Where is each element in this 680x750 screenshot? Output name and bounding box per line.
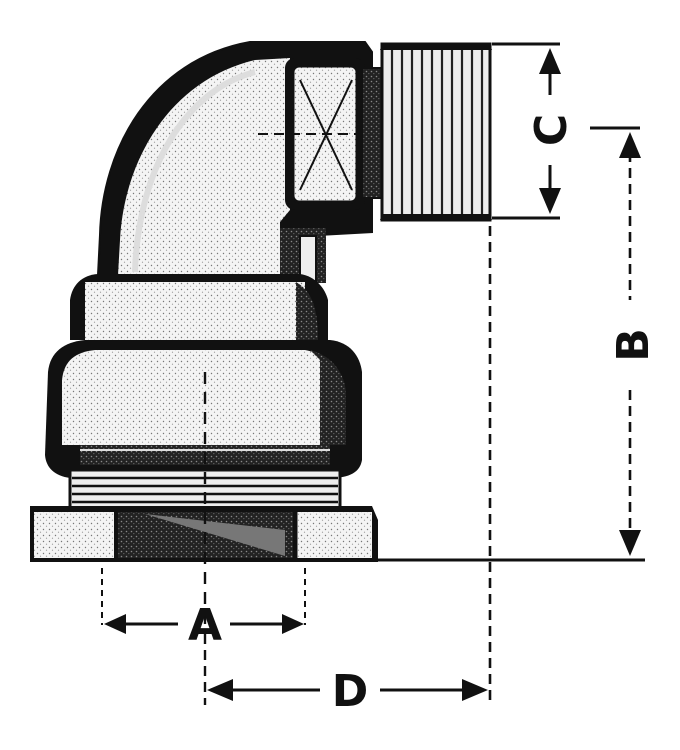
dimension-a-label: A bbox=[188, 600, 222, 651]
dimension-a-arrow-left bbox=[104, 614, 126, 634]
elbow-highlight bbox=[132, 69, 256, 273]
dimension-d-label: D bbox=[332, 666, 369, 717]
dimension-c-label: C bbox=[526, 114, 577, 146]
dimension-c-arrow-bottom bbox=[539, 188, 561, 214]
elbow-inner-face bbox=[118, 58, 290, 275]
dimension-d-arrow-right bbox=[462, 679, 488, 701]
outlet-thread-ridges bbox=[390, 46, 484, 218]
dimension-c-arrow-top bbox=[539, 48, 561, 74]
dimension-a-arrow-right bbox=[282, 614, 304, 634]
upper-body bbox=[70, 274, 328, 342]
gland-body bbox=[45, 340, 362, 478]
dimension-c: C bbox=[492, 42, 577, 220]
outlet-hex-nut bbox=[258, 58, 370, 210]
elbow-neck bbox=[280, 228, 326, 283]
dimension-b: B bbox=[370, 126, 659, 562]
dimension-b-label: B bbox=[608, 328, 659, 362]
dimension-b-arrow-bottom bbox=[619, 530, 641, 556]
dimension-b-arrow-top bbox=[619, 132, 641, 158]
outlet-thread bbox=[361, 42, 492, 222]
dimension-a: A bbox=[101, 568, 306, 651]
base-hex-nut bbox=[30, 506, 378, 562]
dimension-d: D bbox=[203, 226, 492, 717]
dimension-d-arrow-left bbox=[207, 679, 233, 701]
